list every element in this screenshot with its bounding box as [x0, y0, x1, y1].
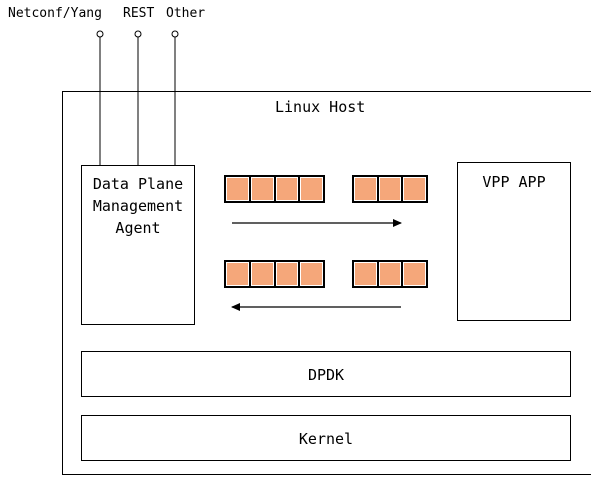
queue-slot [299, 176, 324, 202]
queue-slot [353, 176, 378, 202]
rest-label: REST [123, 6, 155, 21]
queue-slot [274, 261, 300, 287]
queue-slot [299, 261, 324, 287]
kernel-label: Kernel [298, 430, 354, 448]
linux-host-title: Linux Host [275, 98, 366, 116]
queue-slot [353, 261, 378, 287]
rx-queue-right [352, 260, 428, 288]
netconf-yang-label: Netconf/Yang [8, 6, 102, 21]
queue-slot [402, 176, 428, 202]
vpp-app-title: VPP APP [482, 173, 546, 191]
queue-slot [377, 176, 403, 202]
queue-slot [225, 261, 250, 287]
netconf-endpoint-icon [96, 30, 104, 38]
rest-endpoint-icon [134, 30, 142, 38]
dpdk-box: DPDK [81, 351, 571, 397]
other-endpoint-icon [171, 30, 179, 38]
rx-queue-left [224, 260, 325, 288]
queue-slot [274, 176, 300, 202]
dpdk-label: DPDK [307, 366, 345, 384]
vpp-app-box: VPP APP [457, 162, 571, 321]
agent-label-line3: Agent [115, 219, 161, 237]
other-label: Other [166, 6, 206, 21]
tx-queue-left [224, 175, 325, 203]
agent-label-line1: Data Plane [92, 175, 184, 193]
queue-slot [249, 261, 275, 287]
queue-slot [249, 176, 275, 202]
queue-slot [225, 176, 250, 202]
kernel-box: Kernel [81, 415, 571, 461]
agent-label-line2: Management [92, 197, 184, 215]
management-agent-box: Data Plane Management Agent [81, 165, 195, 325]
tx-queue-right [352, 175, 428, 203]
queue-slot [377, 261, 403, 287]
queue-slot [402, 261, 428, 287]
